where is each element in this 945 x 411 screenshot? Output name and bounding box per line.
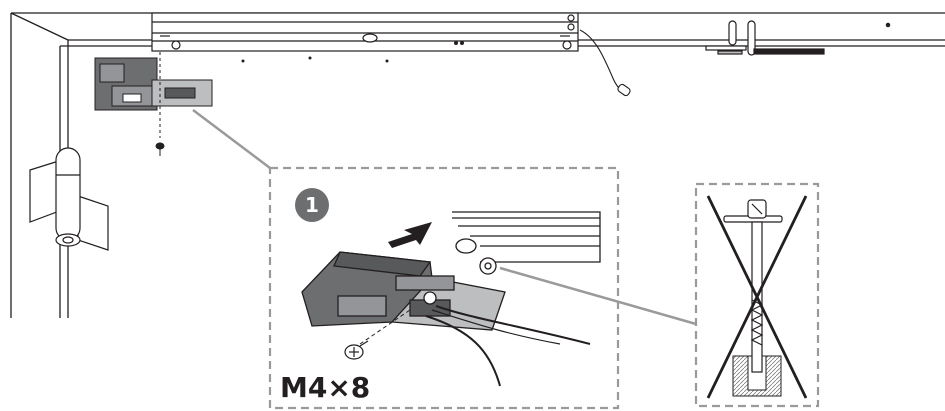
screw-icon-small (155, 142, 165, 156)
step-badge: 1 (295, 188, 329, 222)
sensor-module-detail (301, 251, 506, 331)
slide-direction-arrow (388, 222, 432, 248)
detail-callout: 1 M4×8 (268, 166, 620, 410)
sensor-cables (425, 305, 591, 387)
callout-leader-2 (499, 266, 697, 326)
callout-leader (192, 109, 271, 169)
sensor-cable (579, 29, 631, 97)
arm-bracket (705, 20, 825, 56)
hinge (29, 147, 109, 251)
screw-guide-detail (359, 309, 411, 345)
step-number: 1 (305, 193, 319, 217)
screw-icon (344, 340, 369, 360)
prohibited-cross (706, 195, 808, 399)
screw-size-label: M4×8 (280, 371, 370, 404)
prohibited-callout (694, 182, 820, 408)
sensor-module-small (94, 57, 213, 111)
closer-detail (452, 211, 601, 275)
door-closer-body (151, 12, 579, 52)
mounting-holes (241, 56, 389, 63)
